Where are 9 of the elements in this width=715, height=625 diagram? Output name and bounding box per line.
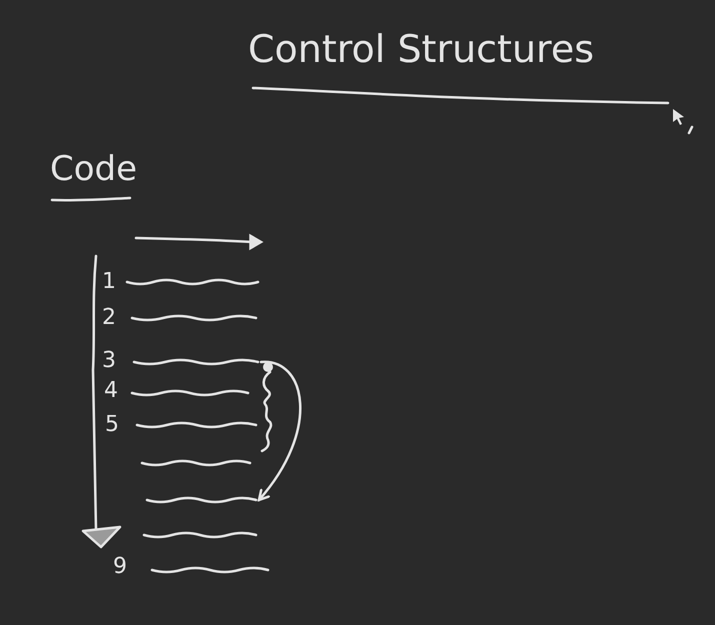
line-number: 9 [113,556,127,578]
line-number: 4 [104,380,118,402]
section-label: Code [50,152,138,186]
line-number: 1 [102,271,116,293]
line-number: 3 [102,350,116,372]
line-number: 5 [105,414,119,436]
title: Control Structures [248,30,594,68]
curved-arrow [258,360,302,502]
line-number: 2 [102,307,116,329]
